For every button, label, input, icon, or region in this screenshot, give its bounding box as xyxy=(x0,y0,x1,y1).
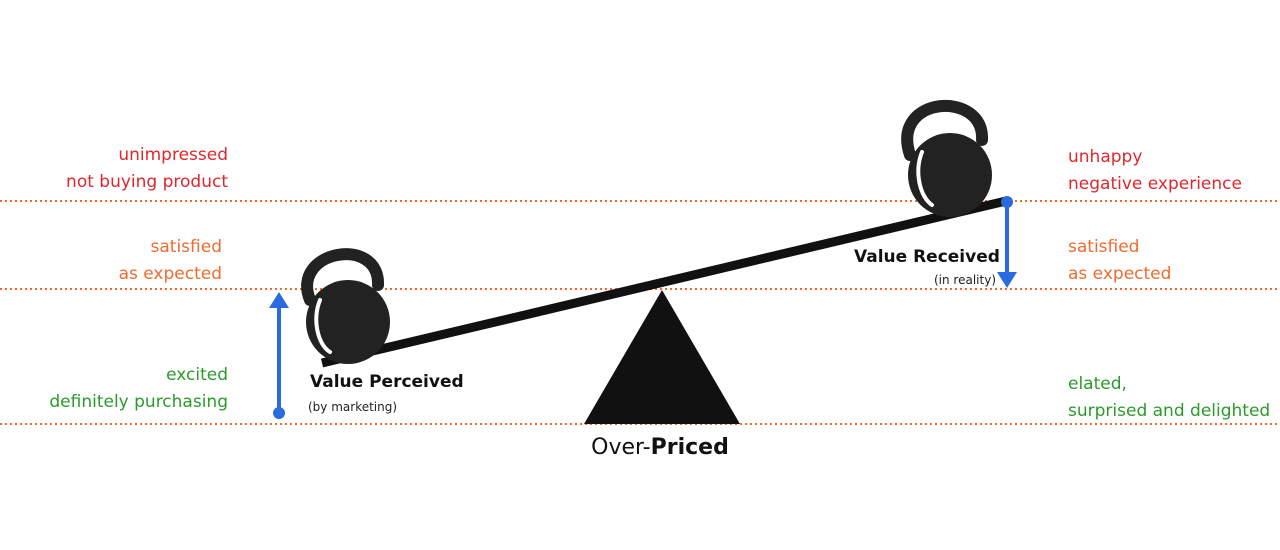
arrow-down-icon xyxy=(997,196,1017,288)
left-top-line-1: unimpressed xyxy=(118,145,228,165)
seesaw-beam xyxy=(320,196,1008,368)
left-middle-line-1: satisfied xyxy=(150,237,222,257)
left-top-line-2: not buying product xyxy=(66,172,228,192)
left-bottom-line-1: excited xyxy=(166,365,228,385)
value-received-title: Value Received xyxy=(854,247,1000,267)
kettlebell-left-icon xyxy=(301,248,390,364)
right-top-line-1: unhappy xyxy=(1068,147,1143,167)
value-perceived-title: Value Perceived xyxy=(310,372,464,392)
left-bottom-line-2: definitely purchasing xyxy=(49,392,228,412)
value-perceived-subtitle: (by marketing) xyxy=(308,400,398,414)
caption-prefix: Over- xyxy=(591,435,651,460)
right-bottom-line-2: surprised and delighted xyxy=(1068,401,1271,421)
arrow-up-icon xyxy=(269,292,289,419)
right-top-line-2: negative experience xyxy=(1068,174,1242,194)
left-level-top-label: unimpressed not buying product xyxy=(66,142,228,196)
left-level-bottom-label: excited definitely purchasing xyxy=(49,362,228,416)
left-middle-line-2: as expected xyxy=(118,264,222,284)
value-received-subtitle: (in reality) xyxy=(934,273,996,287)
right-level-bottom-label: elated, surprised and delighted xyxy=(1068,371,1270,425)
kettlebell-right-icon xyxy=(901,99,992,217)
right-bottom-line-1: elated, xyxy=(1068,374,1127,394)
right-middle-line-1: satisfied xyxy=(1068,237,1140,257)
right-middle-line-2: as expected xyxy=(1068,264,1172,284)
right-level-middle-label: satisfied as expected xyxy=(1068,234,1171,288)
caption-emphasis: Priced xyxy=(650,435,729,460)
diagram-caption: Over-Priced xyxy=(540,435,780,460)
right-level-top-label: unhappy negative experience xyxy=(1068,144,1242,198)
left-level-middle-label: satisfied as expected xyxy=(119,234,222,288)
fulcrum-triangle xyxy=(584,290,740,424)
